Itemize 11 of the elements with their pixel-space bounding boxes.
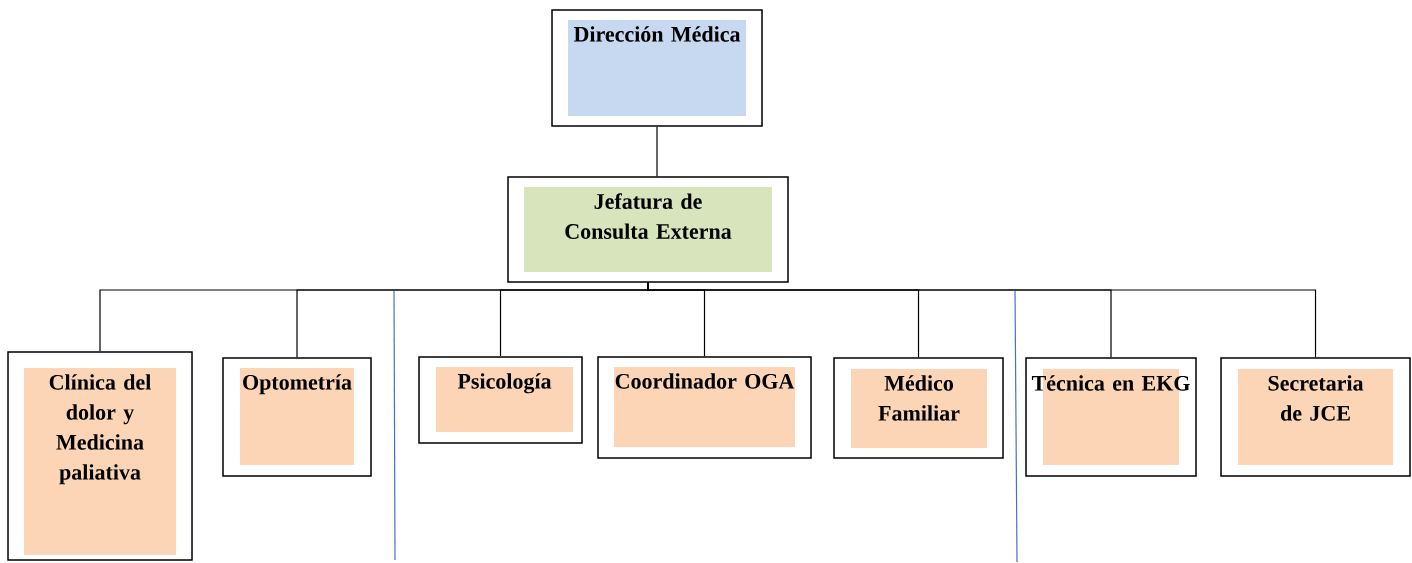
org-box: Médico Familiar (833, 357, 1004, 459)
connector-line (656, 126, 658, 177)
org-box: Jefatura de Consulta Externa (507, 176, 789, 283)
org-box: Coordinador OGA (597, 356, 812, 459)
org-box: Clínica del dolor y Medicina paliativa (7, 351, 193, 561)
org-box: Secretaria de JCE (1220, 357, 1411, 477)
org-box: Dirección Médica (551, 9, 763, 127)
org-box: Psicología (418, 356, 583, 444)
org-box: Técnica en EKG (1025, 357, 1197, 477)
connector-line (647, 282, 1317, 358)
org-box: Optometría (222, 357, 372, 477)
